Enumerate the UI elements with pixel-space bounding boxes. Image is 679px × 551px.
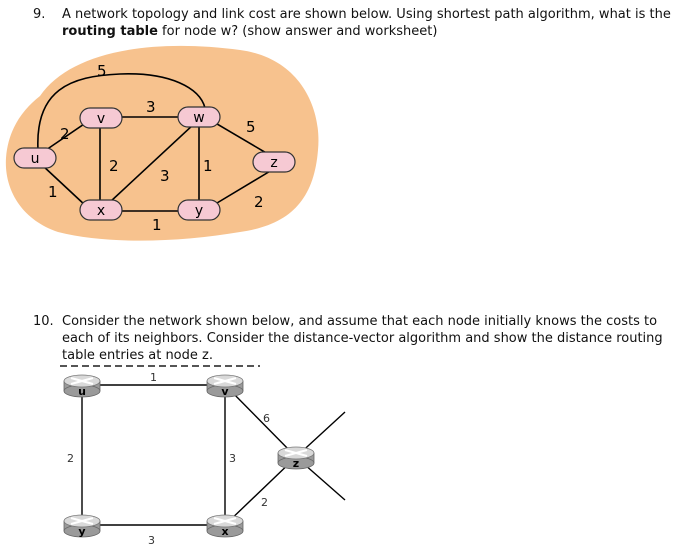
cost-label-y-x: 3 xyxy=(148,534,155,547)
question-9-line-1: A network topology and link cost are sho… xyxy=(62,7,671,22)
link-u-x xyxy=(41,164,87,207)
cost-label-v-x: 3 xyxy=(229,452,236,465)
question-10-text: Consider the network shown below, and as… xyxy=(62,313,663,364)
network-1-nodes: u v w x y z xyxy=(13,106,296,221)
cost-label-x-z: 2 xyxy=(261,496,268,509)
network-1-cost-labels: 5 3 2 2 3 1 5 2 1 1 xyxy=(48,62,264,234)
router-u: u xyxy=(63,374,101,398)
link-y-z xyxy=(211,169,273,207)
node-v-label: v xyxy=(97,111,105,127)
node-w-label: w xyxy=(193,110,204,126)
network-2-routers: u v z y x xyxy=(63,374,315,538)
node-z-label: z xyxy=(270,155,277,171)
cost-label-u-w: 5 xyxy=(97,62,107,80)
router-x-label: x xyxy=(221,525,228,538)
router-v-label: v xyxy=(221,385,229,398)
question-10-line-3: table entries at node z. xyxy=(62,348,213,363)
cost-label-u-v: 1 xyxy=(150,371,157,384)
cost-label-x-w: 3 xyxy=(160,167,170,185)
question-10-number: 10. xyxy=(33,314,54,329)
cost-label-u-y: 2 xyxy=(67,452,74,465)
cost-label-v-x: 2 xyxy=(109,157,119,175)
link-w-z xyxy=(211,120,269,155)
router-z: z xyxy=(277,446,315,470)
node-y-label: y xyxy=(195,203,203,219)
node-v: v xyxy=(79,107,123,129)
node-u: u xyxy=(13,147,57,169)
cost-label-y-z: 2 xyxy=(254,193,264,211)
cost-label-x-y: 1 xyxy=(152,216,162,234)
question-9-bold-term: routing table xyxy=(62,24,158,39)
question-10-line-2: each of its neighbors. Consider the dist… xyxy=(62,331,663,346)
question-9-line-2-rest: for node w? (show answer and worksheet) xyxy=(157,24,438,39)
cost-label-w-z: 5 xyxy=(246,118,256,136)
cost-label-u-v: 2 xyxy=(60,125,70,143)
router-x: x xyxy=(206,514,244,538)
question-9-text: A network topology and link cost are sho… xyxy=(62,6,671,40)
cost-label-u-x: 1 xyxy=(48,183,58,201)
cost-label-v-z: 6 xyxy=(263,412,270,425)
question-9-line-2: routing table for node w? (show answer a… xyxy=(62,23,671,40)
node-w: w xyxy=(177,106,221,128)
router-y-label: y xyxy=(78,525,85,538)
cost-label-w-y: 1 xyxy=(203,157,213,175)
node-x-label: x xyxy=(97,203,105,219)
router-z-label: z xyxy=(293,457,299,470)
link-x-z xyxy=(224,456,297,526)
router-u-label: u xyxy=(78,385,86,398)
node-u-label: u xyxy=(31,151,40,167)
router-v: v xyxy=(206,374,244,398)
link-u-w xyxy=(37,73,206,151)
node-y: y xyxy=(177,199,221,221)
node-x: x xyxy=(79,199,123,221)
node-z: z xyxy=(252,151,296,173)
link-v-z xyxy=(224,384,297,458)
router-y: y xyxy=(63,514,101,538)
question-9-number: 9. xyxy=(33,7,46,22)
network-2-cost-labels: 1 6 2 3 2 3 xyxy=(67,371,270,547)
network-1-background-blob xyxy=(5,45,319,241)
question-10-line-1: Consider the network shown below, and as… xyxy=(62,314,658,329)
link-x-w xyxy=(109,123,195,203)
cost-label-v-w: 3 xyxy=(146,98,156,116)
